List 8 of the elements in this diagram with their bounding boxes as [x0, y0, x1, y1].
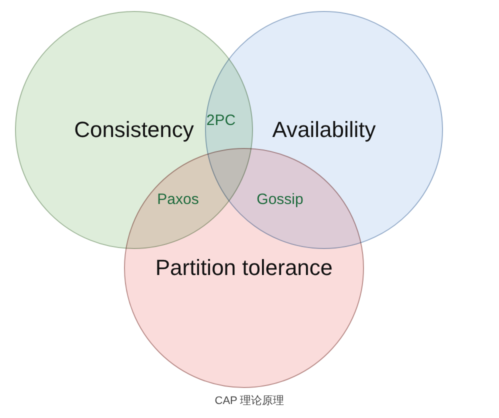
overlap-label: Gossip — [256, 192, 304, 208]
overlap-label: 2PC — [206, 112, 236, 130]
set-name: Consistency — [74, 118, 194, 142]
set-name: Availability — [272, 118, 376, 142]
overlap-label: Paxos — [157, 192, 199, 208]
set-circle — [124, 148, 364, 388]
set-name: Partition tolerance — [155, 256, 333, 280]
caption: CAP 理论原理 — [214, 395, 284, 408]
